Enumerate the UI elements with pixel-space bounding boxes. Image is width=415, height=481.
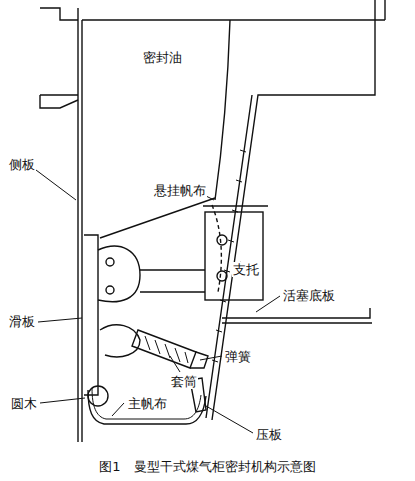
trough-wall (206, 0, 375, 420)
leader-line (256, 296, 280, 312)
oil-surface-edge (215, 20, 230, 200)
slide-plate (84, 235, 98, 395)
part-label: 密封油 (142, 50, 183, 65)
leader-line (40, 398, 85, 403)
spring-end (190, 352, 208, 368)
part-label: 弹簧 (224, 349, 252, 364)
part-label: 支托 (232, 262, 260, 277)
bolt (217, 271, 227, 281)
part-label: 侧板 (8, 157, 36, 172)
piston-base-plate (222, 308, 372, 323)
support-top (203, 205, 268, 206)
hanging-canvas-hidden (212, 205, 221, 292)
side-bracket (40, 95, 78, 108)
leader-line (200, 356, 222, 360)
part-label: 套筒 (170, 374, 198, 389)
hanging-canvas (100, 198, 215, 238)
lever-arm (140, 270, 205, 292)
wall-rivets (212, 150, 246, 362)
leader-line (206, 406, 253, 433)
sleeve (132, 330, 196, 368)
pin (106, 258, 114, 266)
part-label: 悬挂帆布 (153, 183, 207, 198)
bolt (217, 235, 227, 245)
part-label: 压板 (255, 427, 283, 442)
support (205, 212, 263, 300)
spring-coils (145, 336, 188, 363)
part-label: 滑板 (8, 314, 36, 329)
top-step (40, 8, 78, 20)
pin (106, 286, 114, 294)
slide-link (98, 246, 140, 302)
leader-line (38, 318, 82, 322)
part-label: 主帆布 (127, 396, 168, 411)
top-flange (82, 0, 385, 20)
part-label: 活塞底板 (282, 288, 336, 303)
leader-line (36, 170, 76, 200)
leader-line (112, 403, 124, 416)
leader-line (170, 356, 180, 372)
figure-caption: 图1 曼型干式煤气柜密封机构示意图 (0, 459, 415, 474)
part-label: 圆木 (10, 396, 38, 411)
main-canvas-inner (92, 388, 201, 419)
side-plate (78, 8, 82, 442)
round-wood (88, 386, 108, 406)
